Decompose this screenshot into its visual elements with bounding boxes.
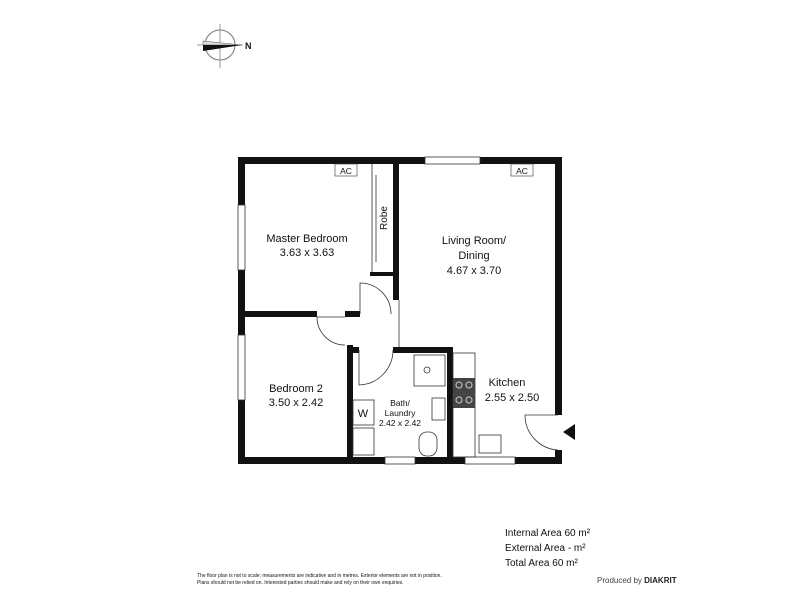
room-name-bath: Bath/ [390, 398, 410, 408]
room-name-bedroom-2: Bedroom 2 [269, 383, 323, 395]
internal-area: Internal Area 60 m² [505, 528, 591, 539]
windows [237, 156, 516, 465]
entry-arrow-icon [563, 424, 575, 440]
room-name-kitchen: Kitchen [489, 377, 526, 389]
compass-icon [197, 24, 243, 68]
producer-credit: Produced by DIAKRIT [597, 576, 677, 585]
ac-label-master: AC [340, 166, 352, 176]
burners-icon [455, 381, 473, 404]
room-name-living: Living Room/ [442, 235, 507, 247]
room-dims-master-bedroom: 3.63 x 3.63 [280, 247, 334, 259]
disclaimer-line-2: Plans should not be relied on. Intereste… [197, 580, 404, 586]
cooktop-icon [453, 378, 475, 408]
robe-label: Robe [379, 206, 390, 230]
north-label: N [245, 41, 252, 51]
external-area: External Area - m² [505, 543, 586, 554]
doors [316, 164, 559, 451]
toilet-icon [418, 431, 438, 457]
ac-label-living: AC [516, 166, 528, 176]
shower-icon [413, 354, 446, 387]
total-area: Total Area 60 m² [505, 558, 578, 569]
disclaimer-line-1: The floor plan is not to scale; measurem… [197, 573, 442, 579]
room-dims-bath: 2.42 x 2.42 [379, 418, 421, 428]
room-dims-kitchen: 2.55 x 2.50 [485, 392, 539, 404]
washer-box [352, 399, 375, 426]
room-dims-bedroom-2: 3.50 x 2.42 [269, 397, 323, 409]
room-name-laundry: Laundry [385, 408, 416, 418]
basin-icon [431, 397, 446, 421]
room-name-master-bedroom: Master Bedroom [266, 233, 347, 245]
laundry-tub-icon [352, 427, 375, 456]
producer-brand: DIAKRIT [644, 576, 677, 585]
room-dims-living: 4.67 x 3.70 [447, 265, 501, 277]
kitchen-sink-icon [478, 434, 502, 454]
washer-label: W [358, 408, 369, 420]
producer-prefix: Produced by [597, 576, 642, 585]
room-name-dining: Dining [458, 250, 489, 262]
disclaimer: The floor plan is not to scale; measurem… [197, 573, 442, 587]
